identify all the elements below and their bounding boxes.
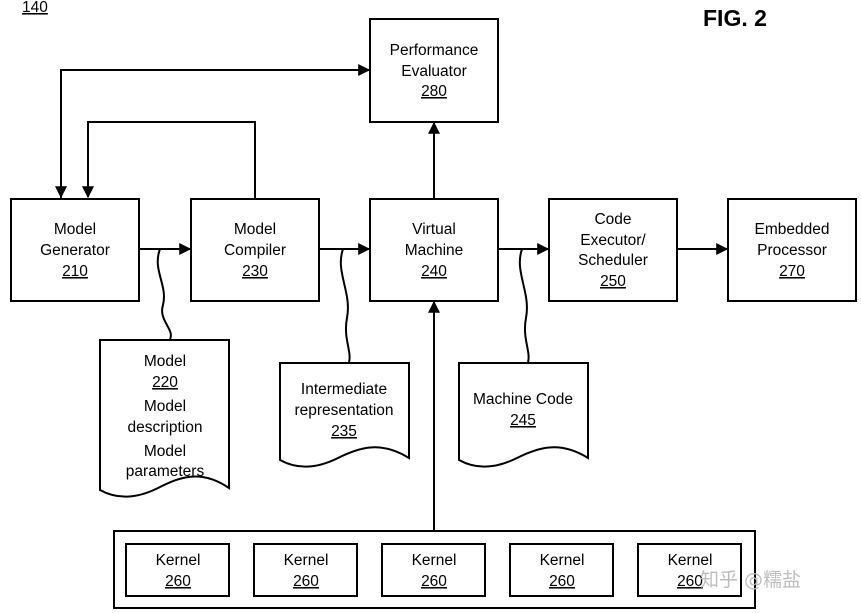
kernel-3: Kernel 260 bbox=[381, 543, 486, 597]
svg-text:280: 280 bbox=[421, 83, 447, 100]
svg-text:Model: Model bbox=[234, 221, 276, 238]
svg-text:250: 250 bbox=[600, 273, 626, 290]
svg-text:270: 270 bbox=[779, 263, 805, 280]
svg-text:Kernel: Kernel bbox=[540, 552, 585, 569]
svg-text:Model: Model bbox=[144, 353, 186, 370]
svg-text:260: 260 bbox=[549, 573, 575, 590]
svg-text:245: 245 bbox=[510, 412, 536, 429]
svg-text:Machine Code: Machine Code bbox=[473, 391, 573, 408]
svg-text:Embedded: Embedded bbox=[755, 221, 830, 238]
svg-text:Processor: Processor bbox=[757, 242, 827, 259]
svg-text:parameters: parameters bbox=[126, 463, 205, 480]
squiggle-model-doc bbox=[156, 248, 172, 340]
svg-text:Machine: Machine bbox=[405, 242, 464, 259]
svg-text:Model: Model bbox=[54, 221, 96, 238]
svg-text:260: 260 bbox=[165, 573, 191, 590]
arrow-generator-to-evaluator bbox=[60, 64, 371, 198]
embedded-processor-block: Embedded Processor 270 bbox=[727, 198, 857, 302]
svg-text:Performance: Performance bbox=[390, 42, 479, 59]
svg-text:Intermediate: Intermediate bbox=[301, 381, 387, 398]
svg-text:260: 260 bbox=[293, 573, 319, 590]
connectors bbox=[55, 64, 729, 531]
watermark: 知乎 @糯盐 bbox=[700, 569, 801, 591]
svg-text:240: 240 bbox=[421, 263, 447, 280]
kernel-4: Kernel 260 bbox=[509, 543, 614, 597]
kernel-1: Kernel 260 bbox=[125, 543, 230, 597]
arrow-compiler-to-generator bbox=[82, 121, 256, 199]
svg-text:Kernel: Kernel bbox=[668, 552, 713, 569]
kernel-5: Kernel 260 bbox=[637, 543, 742, 597]
model-compiler-block: Model Compiler 230 bbox=[190, 198, 320, 302]
svg-text:220: 220 bbox=[152, 374, 178, 391]
svg-text:Scheduler: Scheduler bbox=[578, 252, 648, 269]
svg-text:235: 235 bbox=[331, 423, 357, 440]
svg-text:260: 260 bbox=[421, 573, 447, 590]
model-generator-block: Model Generator 210 bbox=[10, 198, 140, 302]
svg-text:Model: Model bbox=[144, 398, 186, 415]
squiggle-machine-code-doc bbox=[518, 248, 530, 363]
svg-text:Evaluator: Evaluator bbox=[401, 63, 466, 80]
model-document: Model 220 Model description Model parame… bbox=[99, 339, 230, 498]
kernels-container: Kernel 260 Kernel 260 Kernel 260 Kernel … bbox=[113, 530, 756, 609]
svg-text:Executor/: Executor/ bbox=[580, 232, 646, 249]
svg-text:210: 210 bbox=[62, 263, 88, 280]
figure-label: FIG. 2 bbox=[703, 5, 767, 31]
intermediate-representation-document: Intermediate representation 235 bbox=[279, 362, 410, 468]
code-executor-block: Code Executor/ Scheduler 250 bbox=[548, 198, 678, 302]
figure-ref-number: 140 bbox=[22, 0, 48, 16]
svg-text:Kernel: Kernel bbox=[412, 552, 457, 569]
svg-text:Virtual: Virtual bbox=[412, 221, 456, 238]
virtual-machine-block: Virtual Machine 240 bbox=[369, 198, 499, 302]
svg-text:Code: Code bbox=[594, 211, 631, 228]
svg-text:260: 260 bbox=[677, 573, 703, 590]
svg-text:Kernel: Kernel bbox=[284, 552, 329, 569]
svg-text:description: description bbox=[128, 419, 203, 436]
svg-text:Kernel: Kernel bbox=[156, 552, 201, 569]
svg-text:representation: representation bbox=[294, 402, 393, 419]
kernel-2: Kernel 260 bbox=[253, 543, 358, 597]
performance-evaluator-block: Performance Evaluator 280 bbox=[369, 18, 499, 123]
machine-code-document: Machine Code 245 bbox=[458, 362, 589, 468]
svg-text:230: 230 bbox=[242, 263, 268, 280]
svg-text:Compiler: Compiler bbox=[224, 242, 286, 259]
svg-text:Model: Model bbox=[144, 443, 186, 460]
squiggle-intermediate-doc bbox=[339, 248, 351, 363]
svg-text:Generator: Generator bbox=[40, 242, 110, 259]
